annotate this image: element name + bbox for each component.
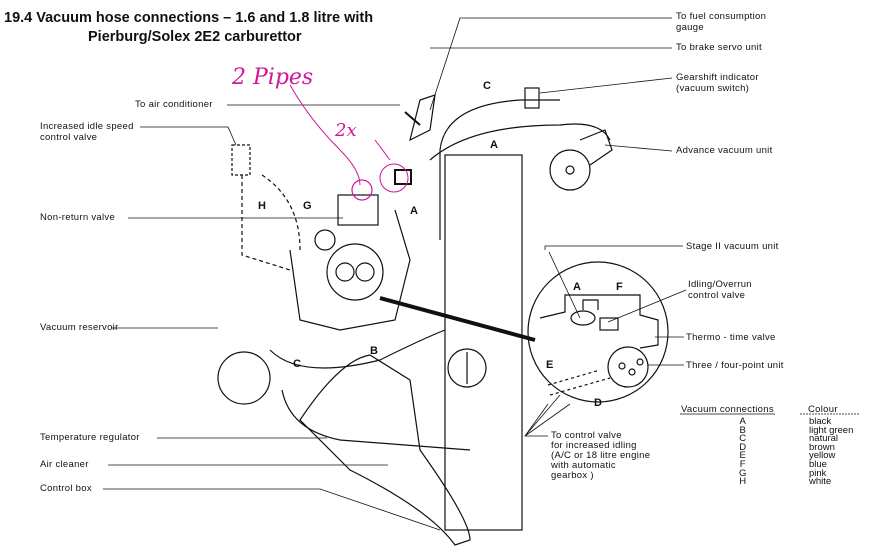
label-gearshift-indicator: Gearshift indicator(vacuum switch) [676, 72, 759, 94]
label-brake-servo: To brake servo unit [676, 42, 762, 53]
hose-letter-g: G [303, 200, 312, 212]
inset-letter-f: F [616, 281, 623, 293]
legend-header-connections: Vacuum connections [681, 404, 774, 415]
label-temperature-regulator: Temperature regulator [40, 432, 140, 443]
handwritten-2x-note: 2x [335, 120, 357, 141]
hose-letter-c: C [293, 358, 301, 370]
hose-letter-a: A [410, 205, 418, 217]
inset-letter-d: D [594, 397, 602, 409]
distributor-circle [447, 348, 487, 388]
inset-letter-a: A [573, 281, 581, 293]
label-control-box: Control box [40, 483, 92, 494]
label-three-four-point-unit: Three / four-point unit [686, 360, 784, 371]
title-line-1: 19.4 Vacuum hose connections – 1.6 and 1… [4, 10, 374, 26]
hose-letter-a: A [490, 139, 498, 151]
label-thermo-time-valve: Thermo - time valve [686, 332, 776, 343]
vacuum-reservoir [217, 351, 271, 405]
hose-letter-h: H [258, 200, 266, 212]
engine-block [444, 154, 523, 531]
hose-letter-c: C [483, 80, 491, 92]
label-stage2-vacuum-unit: Stage II vacuum unit [686, 241, 779, 252]
hose-letter-b: B [370, 345, 378, 357]
handwritten-pipes-note: 2 Pipes [232, 65, 314, 90]
label-air-conditioner: To air conditioner [135, 99, 213, 110]
legend-header-colour: Colour [808, 404, 838, 415]
label-advance-vacuum-unit: Advance vacuum unit [676, 145, 773, 156]
label-vacuum-reservoir: Vacuum reservoir [40, 322, 119, 333]
title-line-2: Pierburg/Solex 2E2 carburettor [88, 29, 302, 45]
label-air-cleaner: Air cleaner [40, 459, 89, 470]
inset-magnifier-circle [527, 261, 669, 403]
label-non-return-valve: Non-return valve [40, 212, 116, 223]
inset-letter-e: E [546, 359, 554, 371]
